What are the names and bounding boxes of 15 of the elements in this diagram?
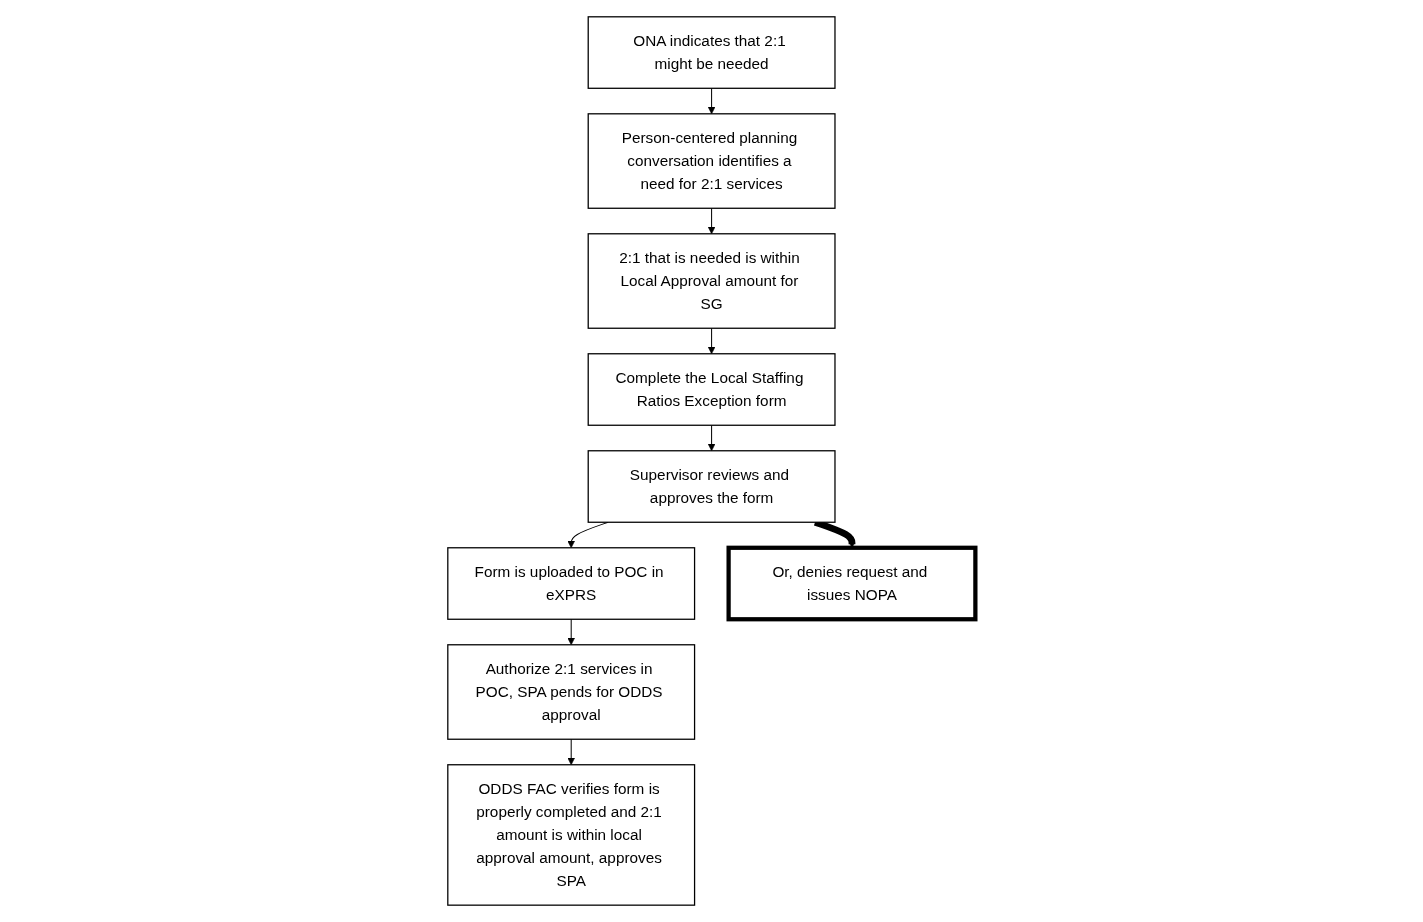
arrow [707,424,716,452]
node-box: 2:1 that is needed is within Local Approval amount for SG [587,233,836,329]
node-box: Or, denies request and issues NOPA [726,545,978,622]
arrow [707,207,716,235]
node-box: Supervisor reviews and approves the form [587,450,836,523]
arrow [567,618,575,646]
node-box: Authorize 2:1 services in POC, SPA pends for ODDS approval [447,644,696,740]
arrow [707,327,716,355]
node-box: Person-centered planning conversation identifies a need for 2:1 services [587,113,836,209]
arrow [707,87,716,115]
node-box: Complete the Local Staffing Ratios Exception form [587,353,836,426]
node-box: ODDS FAC verifies form is properly completed and 2:1 amount is within local approval amount, approves SPA [447,764,696,906]
node-box: ONA indicates that 2:1 might be needed [587,16,836,89]
node-box: Form is uploaded to POC in eXPRS [447,547,696,620]
arrow [567,738,575,766]
